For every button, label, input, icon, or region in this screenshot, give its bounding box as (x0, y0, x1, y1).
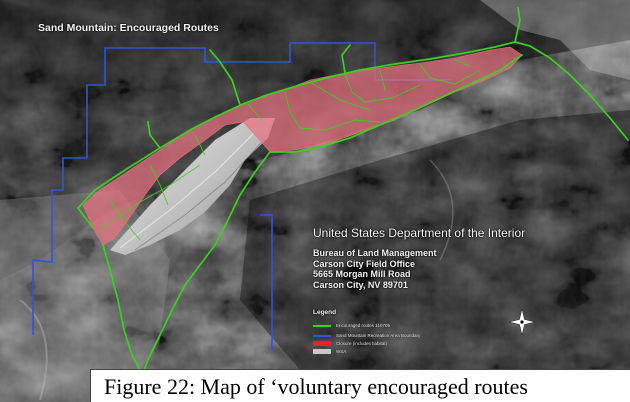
legend-route-swatch (313, 324, 331, 327)
legend-label: Sand Mountain Recreation Area Boundary (336, 333, 421, 338)
legend-item-boundary: Sand Mountain Recreation Area Boundary (313, 332, 420, 339)
address-line: Bureau of Land Management (313, 248, 437, 258)
recreation-area-boundary (32, 42, 452, 350)
legend-item-closure: Closure (includes habitat) (313, 340, 387, 347)
legend-wsa-swatch (313, 349, 331, 354)
address-line: Carson City Field Office (313, 258, 416, 269)
legend-label: WSA (336, 349, 347, 354)
legend-label: Encouraged routes 110705 (336, 323, 390, 328)
map-title: Sand Mountain: Encouraged Routes (38, 22, 219, 34)
encouraged-routes (77, 7, 629, 402)
legend-label: Closure (includes habitat) (336, 341, 388, 346)
figure-caption-box: Figure 22: Map of ‘voluntary encouraged … (90, 369, 630, 402)
address-line: 5665 Morgan Mill Road (313, 269, 411, 279)
agency-name: United States Department of the Interior (313, 226, 526, 240)
figure-caption: Figure 22: Map of ‘voluntary encouraged … (104, 374, 528, 399)
legend-title: Legend (313, 309, 337, 316)
legend-item-routes: Encouraged routes 110705 (313, 322, 390, 329)
address-line: Carson City, NV 89701 (313, 279, 408, 290)
legend-closure-swatch (313, 341, 331, 346)
legend-item-wsa: WSA (313, 348, 346, 355)
closure-subdivision-lines (99, 59, 481, 241)
office-address: Bureau of Land Management Carson City Fi… (313, 248, 437, 290)
north-star-icon (508, 308, 536, 336)
legend-boundary-swatch (313, 334, 331, 337)
